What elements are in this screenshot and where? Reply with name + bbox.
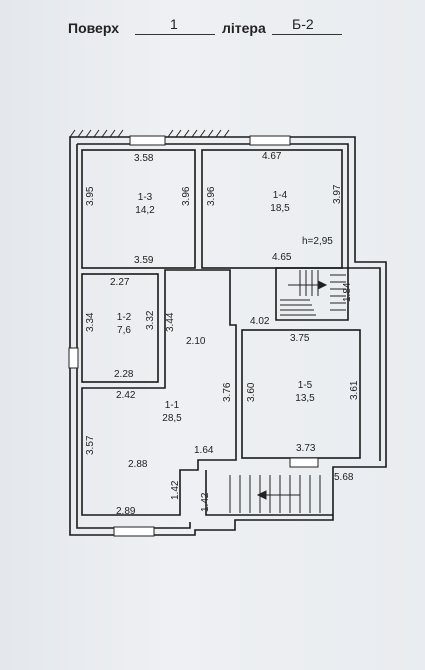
- dim-label: 3.75: [290, 333, 310, 344]
- room-1-3-area: 14,2: [135, 205, 155, 216]
- dim-label: 3.96: [206, 186, 217, 206]
- entrance-steps: [229, 475, 321, 513]
- dim-label: 2.42: [116, 390, 136, 401]
- dim-label: 1.42: [200, 492, 211, 512]
- letter-value: Б-2: [292, 16, 314, 32]
- room-1-5-area: 13,5: [295, 393, 315, 404]
- room-1-1-area: 28,5: [162, 413, 182, 424]
- dim-label: 4.65: [272, 252, 292, 263]
- height-note: h=2,95: [302, 236, 333, 247]
- dim-label: 3.57: [85, 435, 96, 455]
- room-1-2-outline: [81, 273, 159, 383]
- windows: [68, 135, 319, 537]
- dim-label: 1.42: [170, 480, 181, 500]
- floor-underline: [135, 34, 215, 35]
- exterior-hatch: [69, 129, 230, 138]
- floor-value: 1: [170, 16, 178, 32]
- room-1-4-number: 1-4: [273, 190, 288, 201]
- room-1-3-number: 1-3: [138, 192, 153, 203]
- dim-label: 2.28: [114, 369, 134, 380]
- dim-label: 3.96: [181, 186, 192, 206]
- dim-label: 4.02: [250, 316, 270, 327]
- dim-label: 3.73: [296, 443, 316, 454]
- floor-label: Поверх: [68, 20, 119, 36]
- room-1-3-outline: [81, 149, 196, 269]
- room-1-4-area: 18,5: [270, 203, 290, 214]
- dim-label: 3.59: [134, 255, 154, 266]
- room-1-2-area: 7,6: [117, 325, 131, 336]
- dim-label: 3.60: [246, 382, 257, 402]
- dim-label: 2.89: [116, 506, 136, 517]
- dim-label: 3.61: [349, 380, 360, 400]
- dim-label: 2.10: [186, 336, 206, 347]
- dim-label: 3.34: [85, 312, 96, 332]
- room-1-1-number: 1-1: [165, 400, 180, 411]
- dim-label: 2.27: [110, 277, 130, 288]
- dim-label: 3.97: [332, 184, 343, 204]
- letter-label: літера: [222, 20, 266, 36]
- outer-wall: [69, 136, 387, 536]
- dim-label: 3.58: [134, 153, 154, 164]
- dim-label: 5.68: [334, 472, 354, 483]
- letter-underline: [272, 34, 342, 35]
- dim-label: 4.67: [262, 151, 282, 162]
- stair-outline: [275, 267, 349, 321]
- dim-label: 3.32: [145, 310, 156, 330]
- dim-label: 2.88: [128, 459, 148, 470]
- porch-outline: [205, 470, 333, 516]
- room-1-1-outline: [81, 269, 237, 516]
- plan-header: Поверх 1 літера Б-2: [0, 16, 425, 42]
- dim-label: 3.44: [165, 312, 176, 332]
- room-1-5-number: 1-5: [298, 380, 313, 391]
- dim-label: 3.95: [85, 186, 96, 206]
- room-1-2-number: 1-2: [117, 312, 132, 323]
- dim-label: 3.76: [222, 382, 233, 402]
- room-1-4-outline: [201, 149, 343, 269]
- staircase: [280, 270, 346, 316]
- dim-label: 1.64: [194, 445, 214, 456]
- dim-label: 1.84: [342, 282, 353, 302]
